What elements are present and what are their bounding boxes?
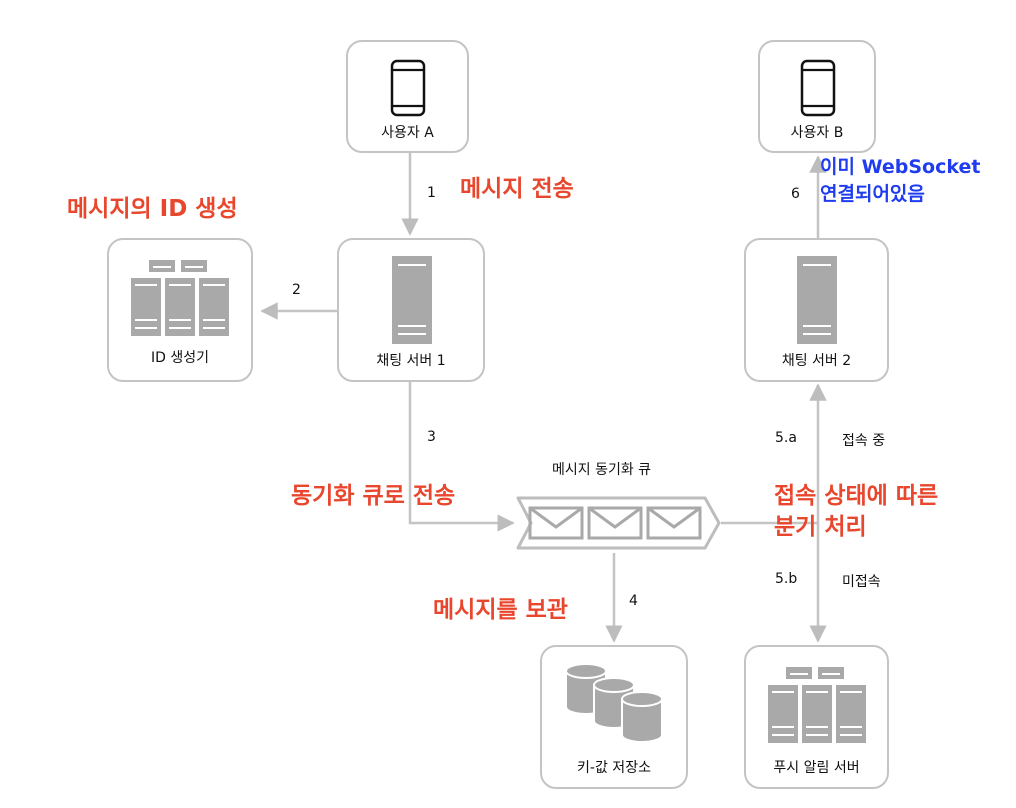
annotation-websocket-line-2: 연결되어있음 [820,183,925,205]
user-b-label: 사용자 B [790,125,844,141]
step-3-label: 3 [427,429,436,445]
annotation-branch-line-2: 분기 처리 [774,514,867,540]
annotation-websocket-line-1: 이미 WebSocket [820,156,981,178]
step-4-label: 4 [629,593,638,609]
step-6-label: 6 [791,186,800,202]
user-a-node: 사용자 A [346,40,469,153]
annotation-send-message: 메시지 전송 [460,176,574,202]
server-cluster-icon [131,260,229,336]
annotation-branch-line-1: 접속 상태에 따른 [774,483,939,509]
chat-server-2-node: 채팅 서버 2 [744,238,889,382]
step-5b-label: 5.b [775,571,798,587]
step-1-label: 1 [427,185,436,201]
push-server-label: 푸시 알림 서버 [773,760,860,776]
chat-server-2-label: 채팅 서버 2 [781,353,852,369]
kv-store-label: 키-값 저장소 [577,760,651,776]
connected-status-label: 접속 중 [842,433,886,449]
arrow-chat1-to-queue [408,382,515,532]
annotation-store-message: 메시지를 보관 [433,597,568,623]
user-a-label: 사용자 A [381,125,434,141]
phone-icon [390,59,426,117]
chat-server-1-node: 채팅 서버 1 [337,238,485,382]
chat-server-1-label: 채팅 서버 1 [376,353,446,369]
server-icon [392,256,432,344]
user-b-node: 사용자 B [758,40,876,153]
id-generator-label: ID 생성기 [151,350,209,366]
phone-icon [800,59,836,117]
id-generator-node: ID 생성기 [107,238,253,382]
message-queue-icon [516,496,721,550]
annotation-send-to-queue: 동기화 큐로 전송 [291,483,456,509]
kv-store-node: 키-값 저장소 [540,645,688,789]
step-2-label: 2 [292,282,301,298]
not-connected-status-label: 미접속 [842,574,881,590]
annotation-id-creation: 메시지의 ID 생성 [67,196,238,222]
server-cluster-icon [768,667,866,743]
server-icon [797,256,837,344]
message-queue-label: 메시지 동기화 큐 [552,462,652,478]
push-server-node: 푸시 알림 서버 [744,645,889,789]
database-icon [565,663,663,743]
step-5a-label: 5.a [775,430,797,446]
